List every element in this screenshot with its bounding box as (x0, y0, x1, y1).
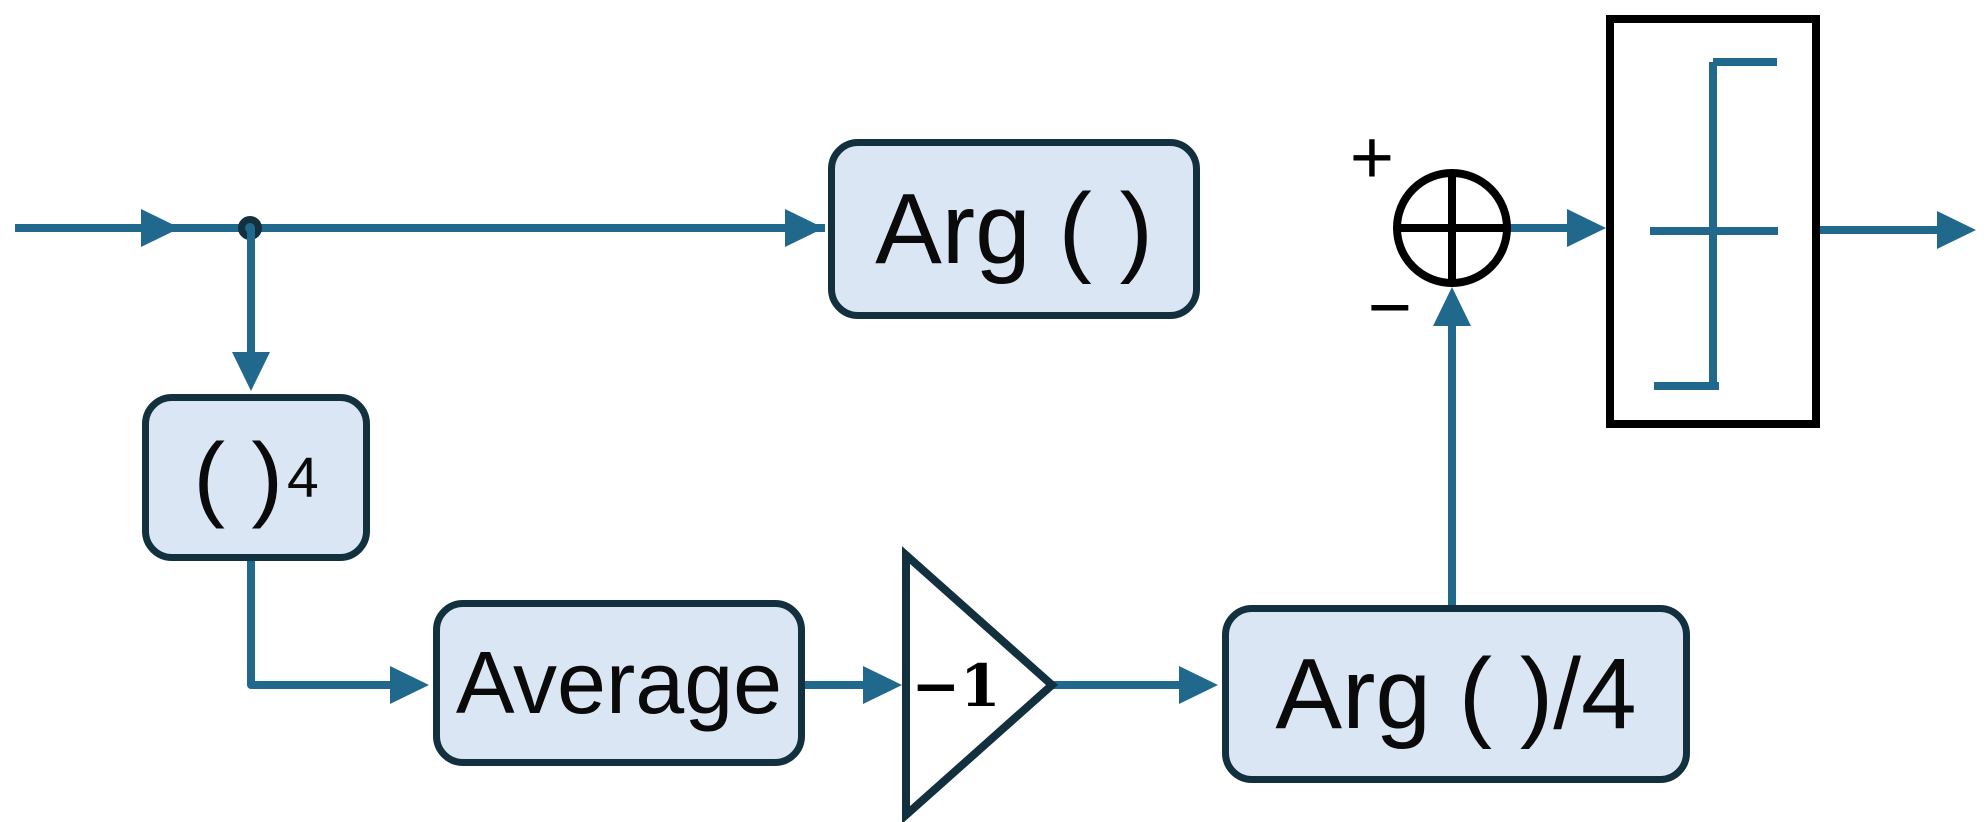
connector-average-to-gain (800, 666, 902, 704)
connector-branch-down (232, 228, 270, 391)
fourth-power-base: ( ) (193, 424, 283, 530)
connector-power4-to-average (247, 560, 429, 704)
arg-div4-block-label: Arg ( )/4 (1275, 637, 1637, 750)
arg-block-label: Arg ( ) (875, 172, 1153, 285)
arrowhead-icon (141, 209, 180, 247)
arrowhead-icon (1937, 211, 1976, 249)
arg-block: Arg ( ) (828, 139, 1200, 319)
connector-argdiv4-to-sum (1433, 287, 1471, 605)
arrowhead-icon (785, 209, 824, 247)
arg-div4-block: Arg ( )/4 (1222, 605, 1690, 783)
sum-minus-sign: − (1367, 265, 1413, 350)
arrowhead-icon (1179, 666, 1218, 704)
arrowhead-icon (1567, 209, 1606, 247)
arrowhead-icon (863, 666, 902, 704)
sum-junction-icon (1393, 169, 1511, 287)
sum-plus-sign: + (1349, 115, 1395, 200)
connector-input-line (15, 209, 825, 247)
arrowhead-icon (1433, 287, 1471, 326)
gain-triangle-icon (902, 546, 1059, 822)
connector-sum-to-limiter (1507, 209, 1606, 247)
fourth-power-block: ( )4 (142, 394, 370, 561)
gain-value-label: −1 (911, 652, 1001, 720)
average-block-label: Average (455, 633, 783, 732)
arrowhead-icon (390, 666, 429, 704)
hard-limiter-icon (1606, 15, 1820, 428)
arrowhead-icon (232, 352, 270, 391)
connector-gain-to-argdiv4 (1052, 666, 1218, 704)
connector-output-line (1816, 211, 1976, 249)
average-block: Average (433, 600, 805, 766)
